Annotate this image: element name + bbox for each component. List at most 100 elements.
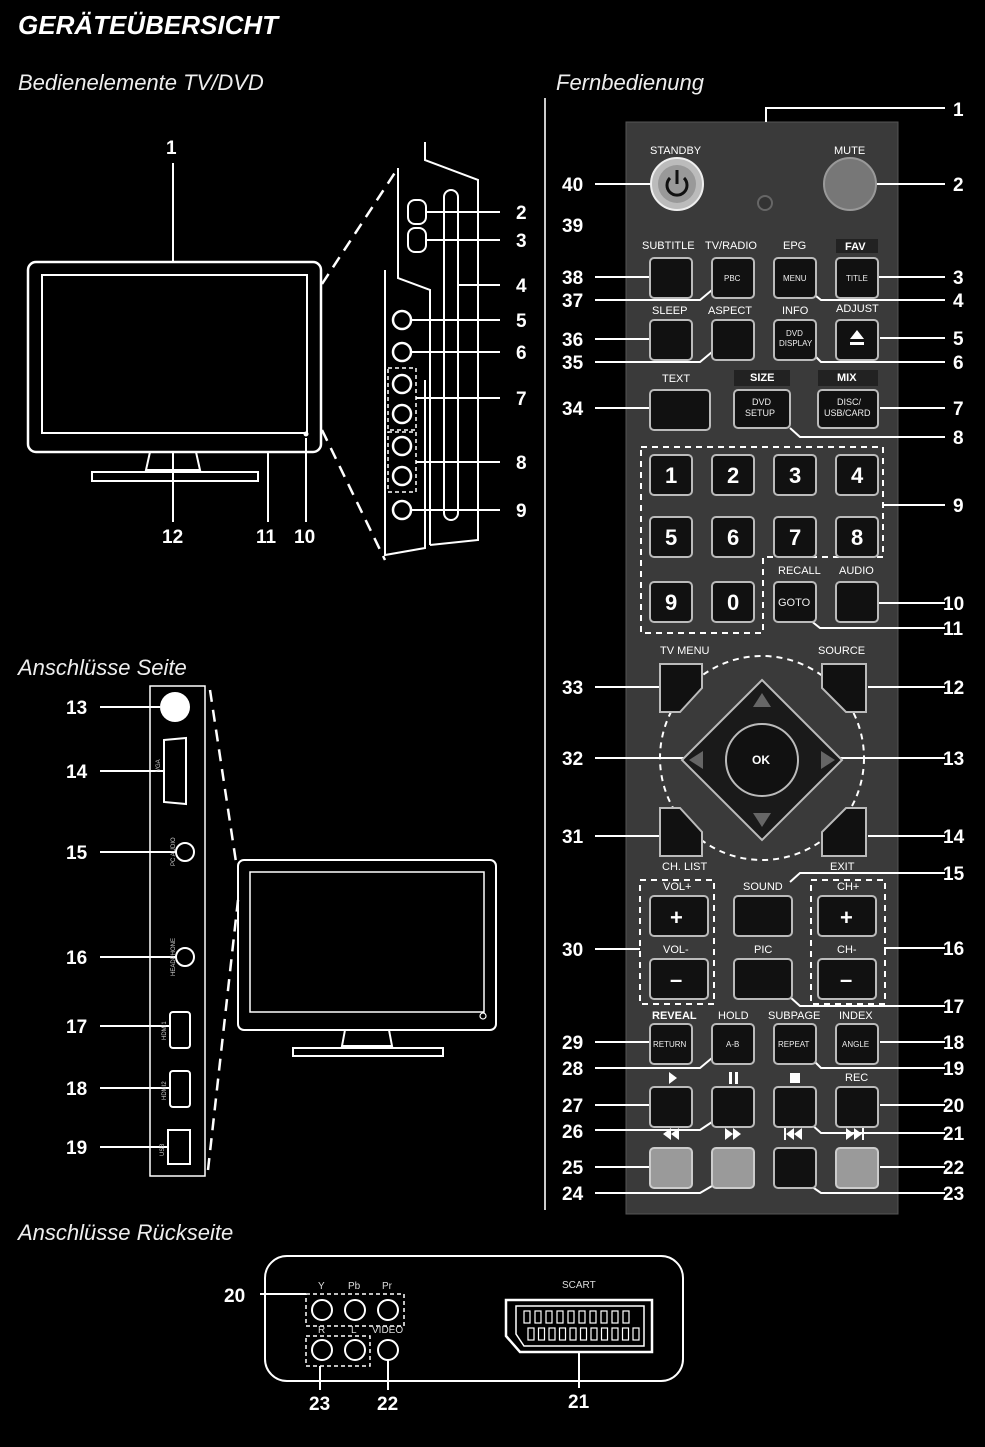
- label-y: Y: [318, 1281, 325, 1292]
- sound-button[interactable]: [733, 895, 793, 937]
- play-button[interactable]: [649, 1086, 693, 1128]
- scart-pin: [579, 1327, 588, 1341]
- scart-pin: [523, 1310, 531, 1324]
- sleep-button[interactable]: [649, 319, 693, 361]
- pic-button[interactable]: [733, 958, 793, 1000]
- text-button[interactable]: [649, 389, 711, 431]
- ch-list-button[interactable]: [659, 807, 703, 857]
- vol-plus-button[interactable]: +: [649, 895, 709, 937]
- callout: 20: [943, 1096, 964, 1117]
- rewind-icon: [663, 1128, 679, 1140]
- section-remote-title: Fernbedienung: [556, 70, 705, 95]
- disc-text-1: DISC/: [837, 397, 862, 407]
- aspect-button[interactable]: [711, 319, 755, 361]
- tv-front-diagram: [26, 142, 500, 561]
- fav-badge: [836, 239, 878, 253]
- tv-menu-button[interactable]: [659, 663, 703, 713]
- callout: 10: [943, 594, 964, 615]
- ch-plus-button[interactable]: +: [817, 895, 877, 937]
- size-badge: [734, 370, 790, 386]
- return-text: RETURN: [653, 1040, 687, 1049]
- source-button[interactable]: [821, 663, 867, 713]
- digit-label: 3: [789, 463, 801, 488]
- ab-button[interactable]: A-B: [711, 1023, 755, 1065]
- callout: 12: [943, 678, 964, 699]
- callout: 5: [516, 311, 527, 332]
- title-button[interactable]: TITLE: [835, 257, 879, 299]
- digit-button[interactable]: 6: [711, 516, 755, 558]
- label-standby: STANDBY: [650, 145, 702, 157]
- arrow-down-icon[interactable]: [753, 813, 771, 827]
- arrow-left-icon[interactable]: [689, 751, 703, 769]
- audio-button[interactable]: [835, 581, 879, 623]
- vol-minus-button[interactable]: –: [649, 958, 709, 1000]
- exit-button[interactable]: [821, 807, 867, 857]
- label-hold: HOLD: [718, 1010, 749, 1022]
- arrow-right-icon[interactable]: [821, 751, 835, 769]
- digit-button[interactable]: 5: [649, 516, 693, 558]
- ok-text: OK: [752, 753, 770, 767]
- rec-button[interactable]: [835, 1086, 879, 1128]
- label-sound: SOUND: [743, 881, 783, 893]
- port-label: USB: [160, 1144, 166, 1156]
- callout: 7: [516, 389, 527, 410]
- callout: 13: [66, 698, 87, 719]
- scart-pin: [622, 1310, 630, 1324]
- label-pic: PIC: [754, 944, 772, 956]
- remote-callouts-left: 40 39 38 37 36 35 34 33 32 31 30 29 28 2…: [562, 175, 584, 1205]
- callout: 14: [943, 827, 965, 848]
- eject-button[interactable]: [835, 319, 879, 361]
- digit-button[interactable]: 9: [649, 581, 693, 623]
- rewind-button[interactable]: [649, 1147, 693, 1189]
- mute-button[interactable]: [823, 157, 877, 211]
- scart-pin: [632, 1327, 640, 1341]
- ch-minus-button[interactable]: –: [817, 958, 877, 1000]
- digit-button[interactable]: 2: [711, 454, 755, 496]
- pbc-button[interactable]: PBC: [711, 257, 755, 299]
- previous-button[interactable]: [773, 1147, 817, 1189]
- callout: 24: [562, 1184, 584, 1205]
- section-side-title: Anschlüsse Seite: [18, 655, 187, 680]
- callout: 22: [377, 1394, 398, 1415]
- callout: 33: [562, 678, 583, 699]
- digit-button[interactable]: 3: [773, 454, 817, 496]
- section-back-title: Anschlüsse Rückseite: [18, 1220, 234, 1245]
- port-label: HDMI1: [162, 1021, 168, 1040]
- pause-button[interactable]: [711, 1086, 755, 1128]
- scart-pin: [611, 1310, 619, 1324]
- label-recall: RECALL: [778, 565, 821, 577]
- return-button[interactable]: RETURN: [649, 1023, 693, 1065]
- digit-button[interactable]: 7: [773, 516, 817, 558]
- digit-button[interactable]: 0: [711, 581, 755, 623]
- menu-button[interactable]: MENU: [773, 257, 817, 299]
- ok-button[interactable]: OK: [725, 723, 799, 797]
- digit-button[interactable]: 8: [835, 516, 879, 558]
- callout: 4: [953, 291, 964, 312]
- callout: 11: [943, 619, 964, 640]
- subtitle-button[interactable]: [649, 257, 693, 299]
- repeat-text: REPEAT: [778, 1040, 810, 1049]
- repeat-button[interactable]: REPEAT: [773, 1023, 817, 1065]
- side-panel-diagram: [100, 685, 497, 1177]
- goto-button[interactable]: GOTO: [773, 581, 817, 623]
- menu-text: MENU: [783, 274, 807, 283]
- dvd-setup-button[interactable]: DVD SETUP: [733, 389, 791, 429]
- digit-button[interactable]: 1: [649, 454, 693, 496]
- callout: 2: [953, 175, 964, 196]
- callout: 37: [562, 291, 583, 312]
- next-icon: [846, 1128, 864, 1140]
- previous-icon: [784, 1128, 802, 1140]
- digit-label: 5: [665, 525, 677, 550]
- angle-button[interactable]: ANGLE: [835, 1023, 879, 1065]
- dvd-display-button[interactable]: DVD DISPLAY: [773, 319, 817, 361]
- callout: 15: [66, 843, 88, 864]
- fast-forward-button[interactable]: [711, 1147, 755, 1189]
- digit-button[interactable]: 4: [835, 454, 879, 496]
- label-rec: REC: [845, 1072, 868, 1084]
- stop-button[interactable]: [773, 1086, 817, 1128]
- disc-usb-card-button[interactable]: DISC/ USB/CARD: [817, 389, 879, 429]
- standby-button[interactable]: [650, 157, 704, 211]
- next-button[interactable]: [835, 1147, 879, 1189]
- title-text: TITLE: [846, 274, 868, 283]
- arrow-up-icon[interactable]: [753, 693, 771, 707]
